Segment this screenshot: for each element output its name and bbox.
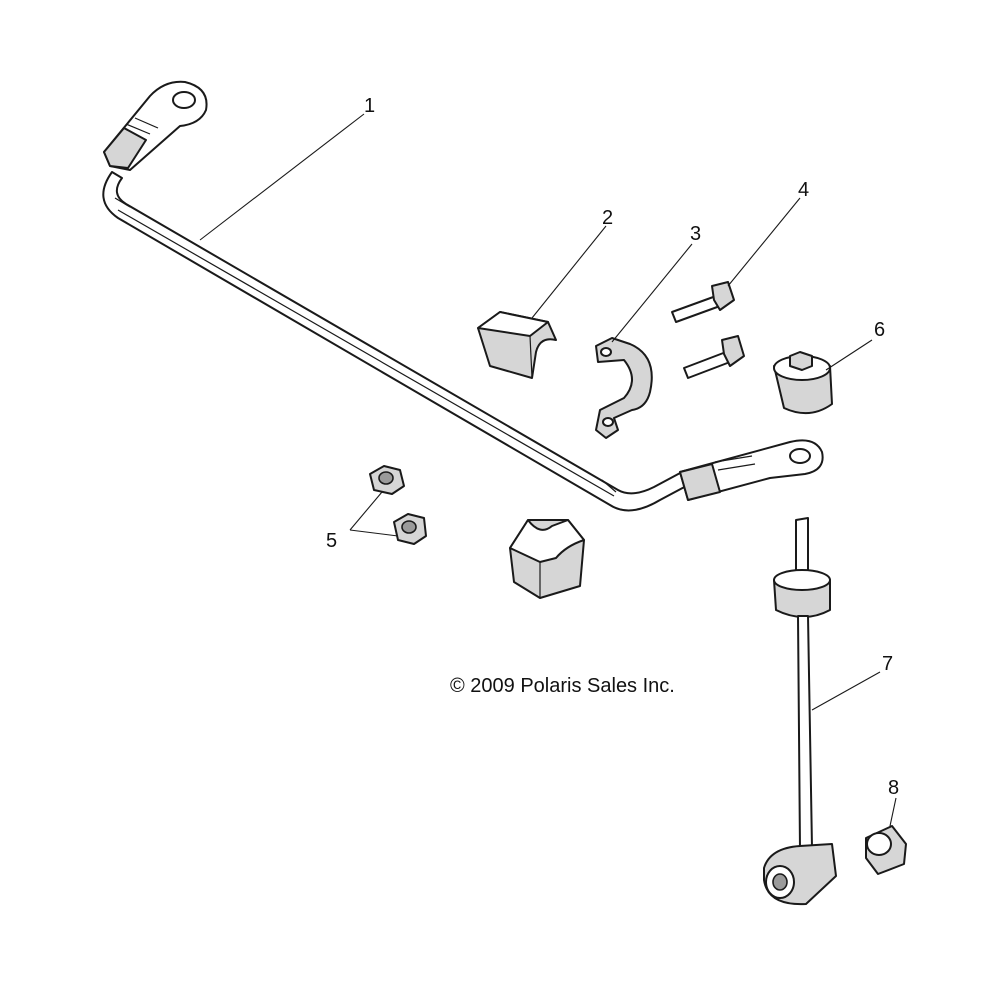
leader-3 bbox=[611, 243, 693, 343]
bolt-upper bbox=[671, 281, 735, 323]
copyright-notice: © 2009 Polaris Sales Inc. bbox=[450, 675, 675, 697]
callout-6: 6 bbox=[874, 319, 885, 341]
end-link-rod bbox=[763, 517, 837, 906]
leader-5a bbox=[349, 491, 383, 531]
callout-7: 7 bbox=[882, 653, 893, 675]
callout-2: 2 bbox=[602, 207, 613, 229]
leader-5b bbox=[349, 529, 399, 537]
stabilizer-bar bbox=[102, 80, 824, 512]
leader-lines bbox=[199, 113, 897, 827]
leader-6 bbox=[825, 339, 873, 371]
mount-bushing bbox=[773, 351, 833, 415]
bolt-lower bbox=[683, 335, 745, 379]
callout-4: 4 bbox=[798, 179, 809, 201]
callout-5: 5 bbox=[326, 530, 337, 552]
leader-4 bbox=[727, 197, 801, 287]
nut-upper bbox=[369, 465, 405, 495]
nut-lower bbox=[393, 513, 427, 545]
leader-7 bbox=[811, 671, 881, 711]
callout-1: 1 bbox=[364, 95, 375, 117]
callout-numbers: 1 2 3 4 5 6 7 8 bbox=[326, 95, 899, 799]
callout-3: 3 bbox=[690, 223, 701, 245]
spacer bbox=[865, 825, 907, 875]
leader-2 bbox=[531, 225, 607, 319]
bushing-upper bbox=[477, 311, 557, 379]
leader-8 bbox=[889, 797, 897, 827]
bushing-lower bbox=[509, 519, 585, 599]
callout-8: 8 bbox=[888, 777, 899, 799]
leader-1 bbox=[199, 113, 365, 241]
clamp-bracket bbox=[595, 337, 653, 439]
